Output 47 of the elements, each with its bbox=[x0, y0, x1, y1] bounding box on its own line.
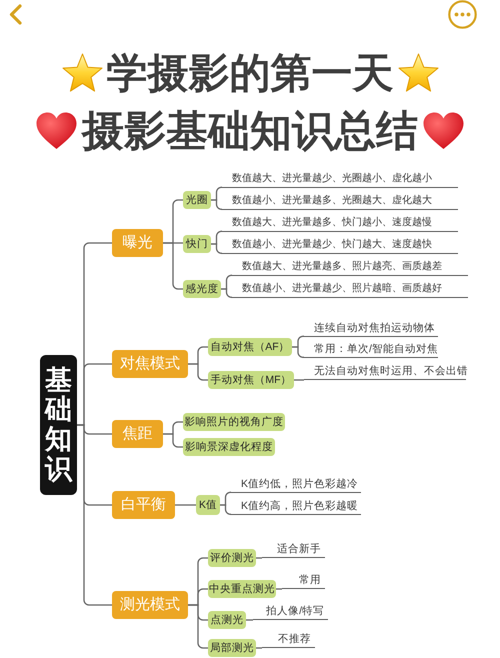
main-topic: 焦距 bbox=[112, 420, 163, 448]
subtopic: 局部测光 bbox=[208, 639, 256, 657]
main-topic: 测光模式 bbox=[112, 591, 188, 619]
detail-text: 连续自动对焦拍运动物体 bbox=[304, 321, 438, 337]
root-topic: 基础知识 bbox=[40, 355, 77, 495]
subtopic: 影响照片的视角广度 bbox=[183, 413, 285, 431]
connector-line bbox=[163, 433, 183, 448]
detail-text: 适合新手 bbox=[262, 542, 325, 558]
connector-line bbox=[292, 346, 304, 358]
connector-line bbox=[211, 243, 222, 254]
connector-line bbox=[220, 504, 232, 515]
connector-line bbox=[175, 504, 196, 506]
subtopic: 点测光 bbox=[208, 611, 246, 629]
detail-text: 不推荐 bbox=[262, 632, 315, 648]
detail-text: 常用：单次/智能自动对焦 bbox=[304, 342, 438, 358]
connector-line bbox=[163, 242, 183, 290]
main-topic: 白平衡 bbox=[112, 491, 175, 519]
title: 学摄影的第一天 bbox=[106, 48, 394, 98]
subtopic: 影响景深虚化程度 bbox=[183, 438, 275, 456]
connector-line bbox=[211, 199, 222, 210]
detail-text: 常用 bbox=[282, 573, 325, 589]
subtopic: 手动对焦（MF） bbox=[208, 371, 294, 389]
connector-line bbox=[77, 424, 112, 606]
main-topic: 对焦模式 bbox=[112, 350, 188, 378]
detail-text: 数值越大、进光量越多、快门越小、速度越慢 bbox=[222, 216, 458, 232]
detail-text: 拍人像/特写 bbox=[253, 604, 328, 620]
subtopic: 感光度 bbox=[183, 280, 221, 298]
connector-line bbox=[221, 288, 232, 298]
detail-text: 无法自动对焦时运用、不会出错 bbox=[304, 364, 466, 380]
detail-text: 数值越小、进光量越多、光圈越大、虚化越大 bbox=[222, 194, 458, 210]
subtopic: 评价测光 bbox=[208, 549, 256, 567]
connector-line bbox=[188, 604, 208, 649]
heading: 摄影基础知识总结 bbox=[82, 106, 418, 156]
connector-line bbox=[188, 363, 208, 381]
detail-text: 数值越大、进光量越少、光圈越小、虚化越小 bbox=[222, 172, 458, 188]
detail-text: K值约低，照片色彩越冷 bbox=[231, 477, 361, 493]
subtopic: 快门 bbox=[183, 235, 211, 253]
detail-text: K值约高，照片色彩越暖 bbox=[231, 499, 361, 515]
subtopic: 光圈 bbox=[183, 191, 211, 209]
subtopic: K值 bbox=[196, 495, 220, 515]
connector-line bbox=[294, 379, 304, 381]
detail-text: 数值越大、进光量越多、照片越亮、画质越差 bbox=[232, 260, 468, 276]
detail-text: 数值越小、进光量越少、照片越暗、画质越好 bbox=[232, 282, 468, 298]
subtopic: 自动对焦（AF） bbox=[208, 338, 292, 356]
main-topic: 曝光 bbox=[112, 229, 163, 257]
detail-text: 数值越小、进光量越少、快门越大、速度越快 bbox=[222, 238, 458, 254]
subtopic: 中央重点测光 bbox=[208, 580, 276, 598]
